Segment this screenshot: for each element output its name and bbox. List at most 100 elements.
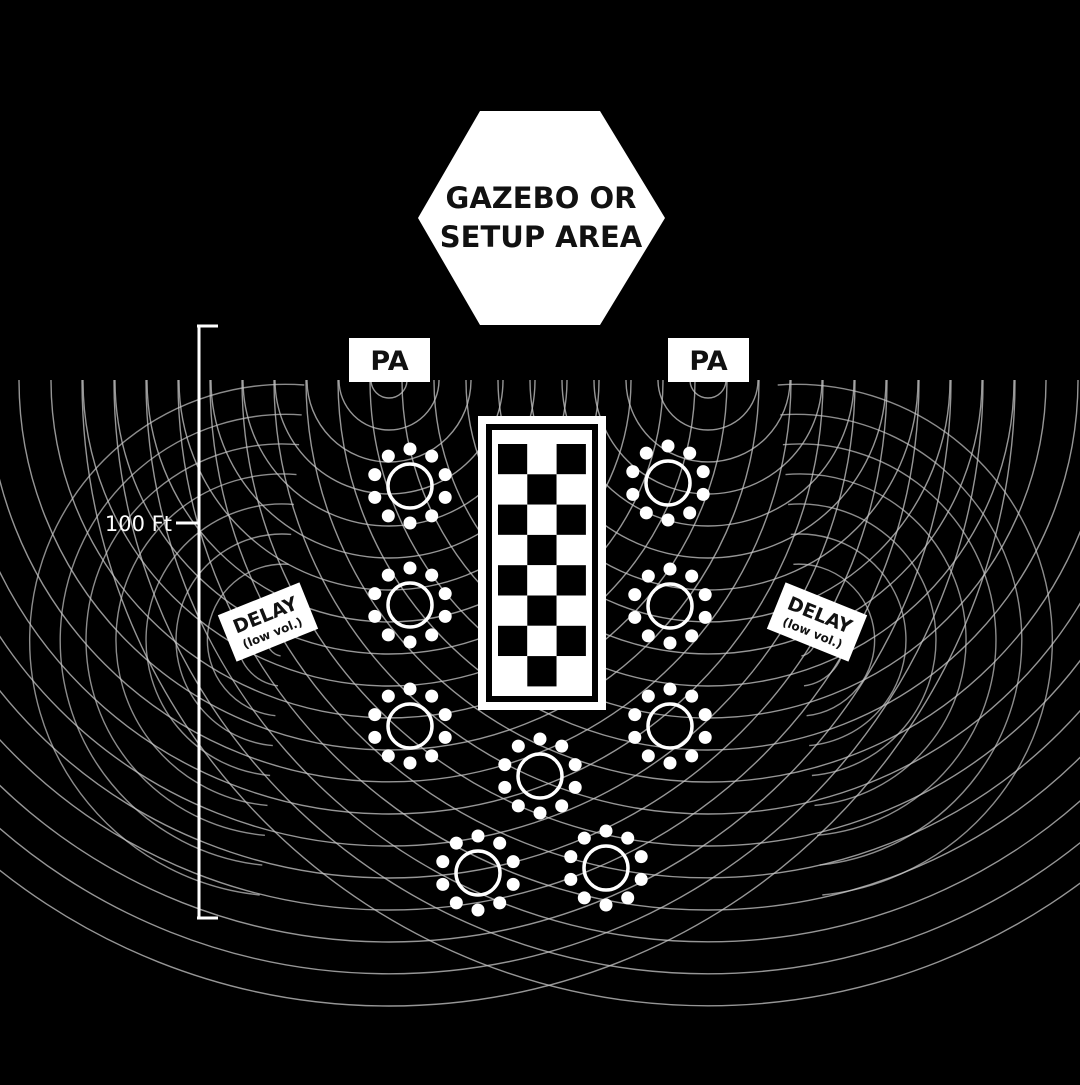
chair [533,806,547,820]
chair [621,891,635,905]
chair [696,487,710,501]
chair [628,610,642,624]
chair [425,509,439,523]
pa-left-wave-arc [370,379,408,399]
chair [438,468,452,482]
chair [639,506,653,520]
guest-tables [368,439,712,917]
chair [403,442,417,456]
pa-right-wave-arc [625,379,791,463]
table-top [386,702,434,750]
pa-right-label: PA [689,346,727,377]
pa-left-wave-arc [0,379,952,943]
pa-left: PA [349,338,430,382]
chair [685,569,699,583]
chair [663,682,677,696]
chair [471,903,485,917]
chair [438,708,452,722]
table-top [646,702,694,750]
chair [449,836,463,850]
chair [599,898,613,912]
chair [381,449,395,463]
chair [368,609,382,623]
chair [403,516,417,530]
chair [493,836,507,850]
delay-right-wave-arc [780,413,1023,866]
chair [683,506,697,520]
delay-left-wave-arc [145,503,294,777]
chair [661,513,675,527]
dance-floor-tile [498,656,528,687]
pa-right: PA [668,338,749,382]
chair [498,758,512,772]
round-table-with-chairs-icon [436,829,520,917]
chair [381,749,395,763]
chair [698,730,712,744]
chair [555,739,569,753]
chair [599,824,613,838]
setup-area: GAZEBO OR SETUP AREA [418,111,665,325]
table-top [386,581,434,629]
chair [626,487,640,501]
chair [425,449,439,463]
delay-right-wave-arc [777,383,1053,896]
dance-floor-tile [556,504,586,535]
chair [685,689,699,703]
setup-area-line2: SETUP AREA [440,220,643,254]
pa-right-wave-arc [305,379,1080,783]
chair [698,708,712,722]
chair [436,877,450,891]
chair [438,609,452,623]
dance-floor [478,416,606,710]
chair [403,682,417,696]
pa-left-box [349,338,430,382]
dance-floor-tile [498,565,528,596]
pa-left-wave-arc [338,379,440,431]
chair [381,568,395,582]
chair [368,708,382,722]
chair [368,490,382,504]
dance-floor-tile [527,534,557,566]
round-table-with-chairs-icon [564,824,648,912]
chair [698,588,712,602]
dance-floor-tile [498,534,528,566]
pa-right-wave-arc [689,379,727,399]
dance-floor-tile [498,474,528,505]
table-top [582,844,630,892]
pa-left-wave-arc [82,379,696,687]
chair [568,758,582,772]
chair [555,799,569,813]
chair [641,569,655,583]
delay-left: DELAY (low vol.) [217,582,319,662]
dance-floor-tile [527,625,557,657]
chair [493,896,507,910]
chair [403,561,417,575]
dance-floor-tile [527,444,557,475]
chair [634,872,648,886]
delay-left-wave-arc [175,533,292,747]
dance-floor-tile [527,565,557,596]
delay-left-wave-arc [85,443,300,836]
chair [425,689,439,703]
chair [577,831,591,845]
round-table-with-chairs-icon [628,562,712,650]
pa-right-wave-arc [657,379,759,431]
chair [438,730,452,744]
table-top [516,752,564,800]
delay-left-wave-arc [115,473,297,807]
chair [438,587,452,601]
table-top [454,849,502,897]
dance-floor-tile [498,595,528,626]
dance-floor-tile [527,595,557,626]
round-table-with-chairs-icon [368,442,452,530]
dance-floor-tile [556,474,586,505]
chair [685,749,699,763]
setup-area-hexagon [418,111,665,325]
chair [381,509,395,523]
chair [449,896,463,910]
scale-bar: 100 Ft [105,324,218,920]
chair [403,756,417,770]
chair [621,831,635,845]
chair [425,749,439,763]
